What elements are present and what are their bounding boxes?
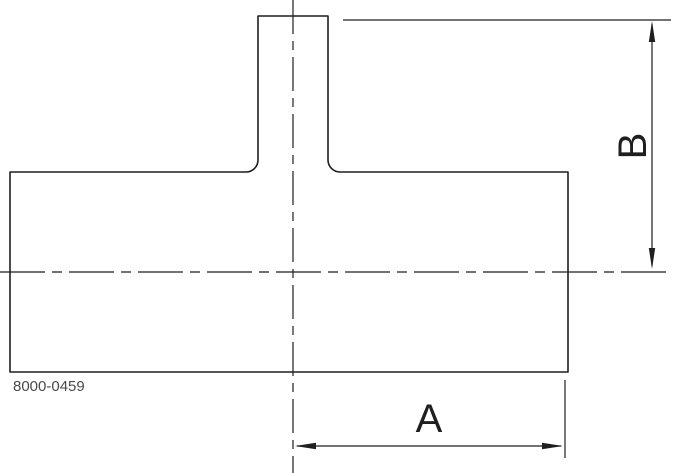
dimension-a-label: A <box>416 397 443 441</box>
part-number: 8000-0459 <box>13 378 85 395</box>
arrow-up-icon <box>648 21 656 42</box>
tee-fitting-outline <box>9 15 569 373</box>
arrow-right-icon <box>542 442 563 450</box>
dimension-a: A <box>295 397 563 450</box>
dimension-b-label: B <box>611 133 655 160</box>
arrow-down-icon <box>648 248 656 269</box>
arrow-left-icon <box>295 442 316 450</box>
dimension-b: B <box>611 21 656 269</box>
